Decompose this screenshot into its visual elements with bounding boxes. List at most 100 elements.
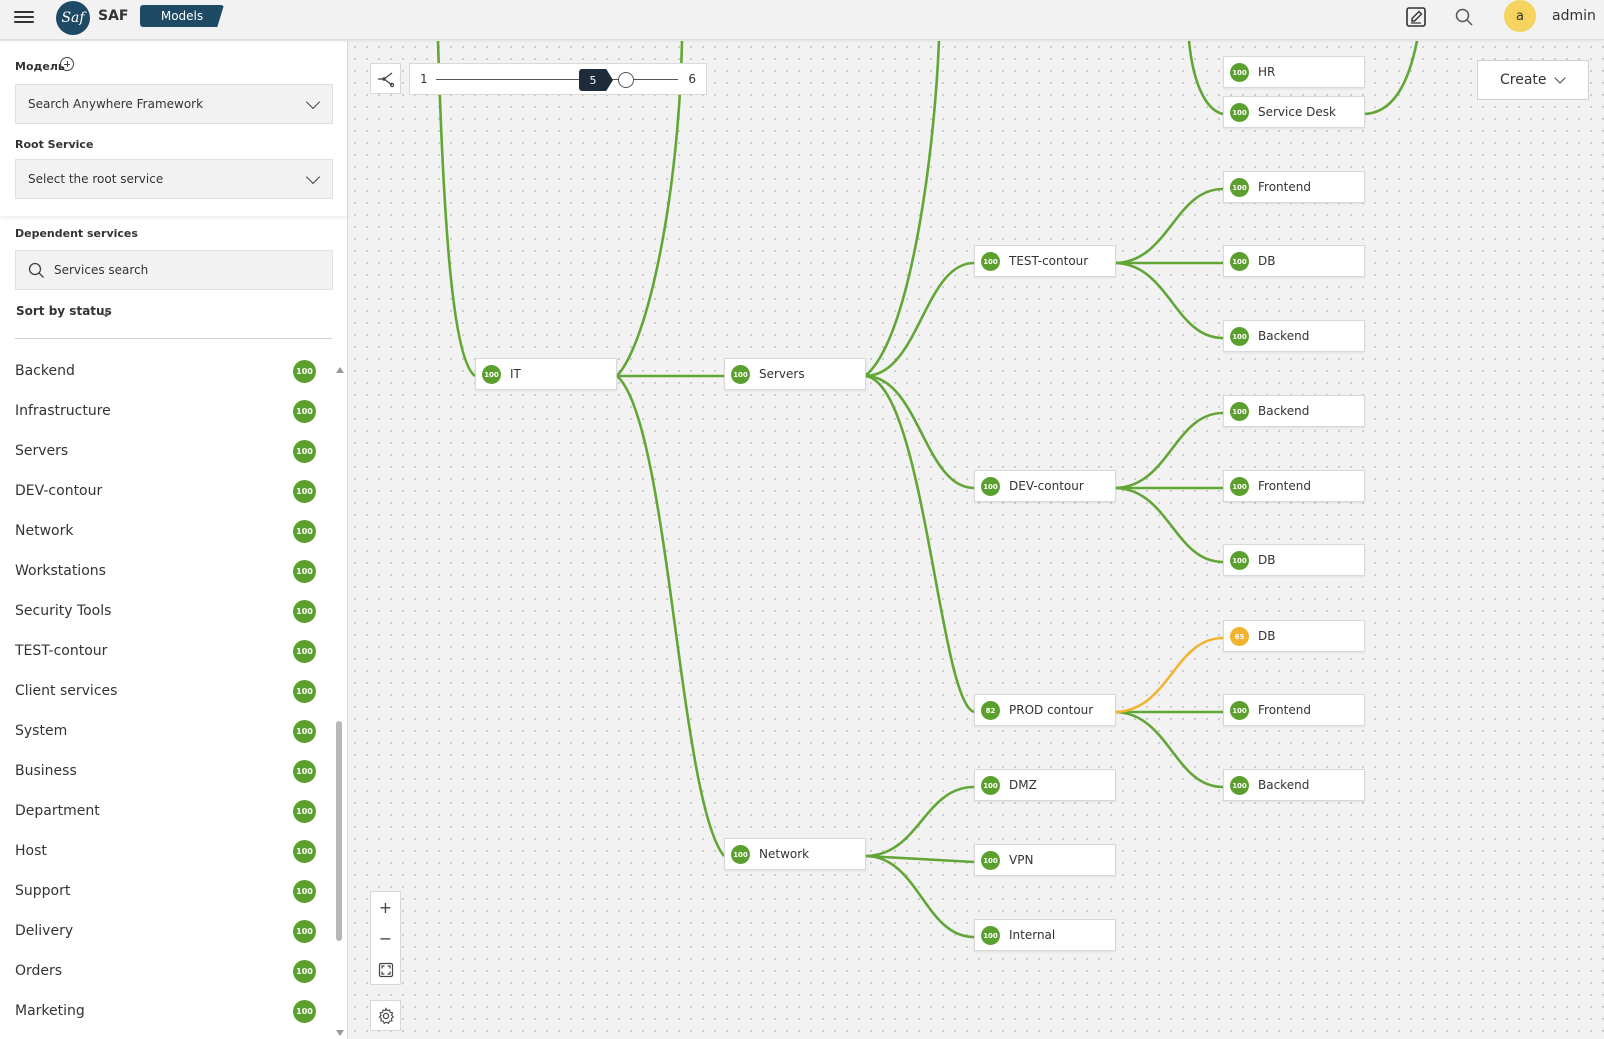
node-label: TEST-contour — [1009, 254, 1089, 268]
status-badge: 100 — [981, 252, 1000, 271]
node-label: Backend — [1258, 778, 1310, 792]
node-label: Servers — [759, 367, 805, 381]
node-label: Frontend — [1258, 180, 1311, 194]
arrow-down-icon[interactable]: ↓ — [101, 306, 112, 320]
zoom-in-button[interactable]: + — [378, 898, 393, 917]
scroll-up-arrow[interactable] — [336, 367, 344, 373]
status-badge: 100 — [1230, 701, 1249, 720]
status-badge: 100 — [981, 776, 1000, 795]
list-item[interactable]: Backend 100 — [0, 351, 332, 391]
slider-thumb[interactable] — [618, 72, 634, 88]
chevron-down-icon — [305, 94, 321, 110]
service-name: TEST-contour — [15, 643, 108, 659]
depth-value-tooltip: 5 — [579, 69, 613, 91]
menu-icon[interactable] — [14, 8, 34, 24]
service-node-prod-backend[interactable]: 100 Backend — [1223, 769, 1365, 801]
service-node-network[interactable]: 100 Network — [724, 838, 866, 870]
model-select[interactable]: Search Anywhere Framework — [15, 84, 333, 124]
models-section-tag[interactable]: Models — [140, 5, 224, 27]
status-badge: 100 — [1230, 63, 1249, 82]
layout-tree-button[interactable] — [370, 63, 401, 94]
service-name: Marketing — [15, 1003, 85, 1019]
status-badge: 100 — [731, 845, 750, 864]
create-button-label: Create — [1500, 72, 1547, 88]
avatar[interactable]: a — [1504, 0, 1536, 32]
username[interactable]: admin — [1552, 8, 1596, 24]
status-badge: 100 — [293, 919, 316, 943]
add-model-icon[interactable] — [60, 57, 74, 71]
service-node-hr[interactable]: 100 HR — [1223, 56, 1365, 88]
status-badge: 100 — [1230, 776, 1249, 795]
root-service-select[interactable]: Select the root service — [15, 159, 333, 199]
depth-min-label: 1 — [420, 72, 428, 86]
node-label: Internal — [1009, 928, 1056, 942]
status-badge: 100 — [293, 559, 316, 583]
sort-by-status-button[interactable]: Sort by status — [16, 304, 112, 318]
service-name: Support — [15, 883, 71, 899]
slider-track[interactable] — [436, 79, 678, 80]
fit-screen-button[interactable] — [371, 954, 400, 985]
scrollbar-thumb[interactable] — [336, 721, 342, 941]
saf-logo[interactable]: Saf — [56, 1, 90, 35]
services-search-input[interactable] — [54, 263, 314, 277]
settings-button[interactable] — [370, 1000, 401, 1031]
list-item[interactable]: Marketing 100 — [0, 991, 332, 1031]
search-icon[interactable] — [1452, 5, 1476, 29]
model-selection-section: Модель Search Anywhere Framework Root Se… — [0, 41, 348, 216]
services-search-field[interactable] — [15, 250, 333, 290]
status-badge: 100 — [293, 999, 316, 1023]
service-name: Backend — [15, 363, 75, 379]
service-node-service-desk[interactable]: 100 Service Desk — [1223, 96, 1365, 128]
service-name: Department — [15, 803, 100, 819]
chevron-down-icon — [1554, 72, 1566, 84]
node-label: DEV-contour — [1009, 479, 1084, 493]
edit-note-icon[interactable] — [1404, 5, 1428, 29]
node-label: Service Desk — [1258, 105, 1336, 119]
list-item[interactable]: Department 100 — [0, 791, 332, 831]
status-badge: 100 — [981, 851, 1000, 870]
status-badge: 100 — [293, 799, 316, 823]
gear-icon — [378, 1006, 394, 1024]
service-name: Client services — [15, 683, 118, 699]
status-badge: 100 — [1230, 103, 1249, 122]
zoom-out-button[interactable]: − — [378, 929, 393, 948]
service-node-test-contour[interactable]: 100 TEST-contour — [974, 245, 1116, 277]
node-label: PROD contour — [1009, 703, 1094, 717]
node-label: Network — [759, 847, 810, 861]
depth-slider[interactable]: 1 5 6 — [409, 63, 707, 95]
scroll-down-arrow[interactable] — [336, 1030, 344, 1036]
create-button[interactable]: Create — [1477, 60, 1589, 100]
status-badge: 100 — [293, 359, 316, 383]
node-label: HR — [1258, 65, 1276, 79]
